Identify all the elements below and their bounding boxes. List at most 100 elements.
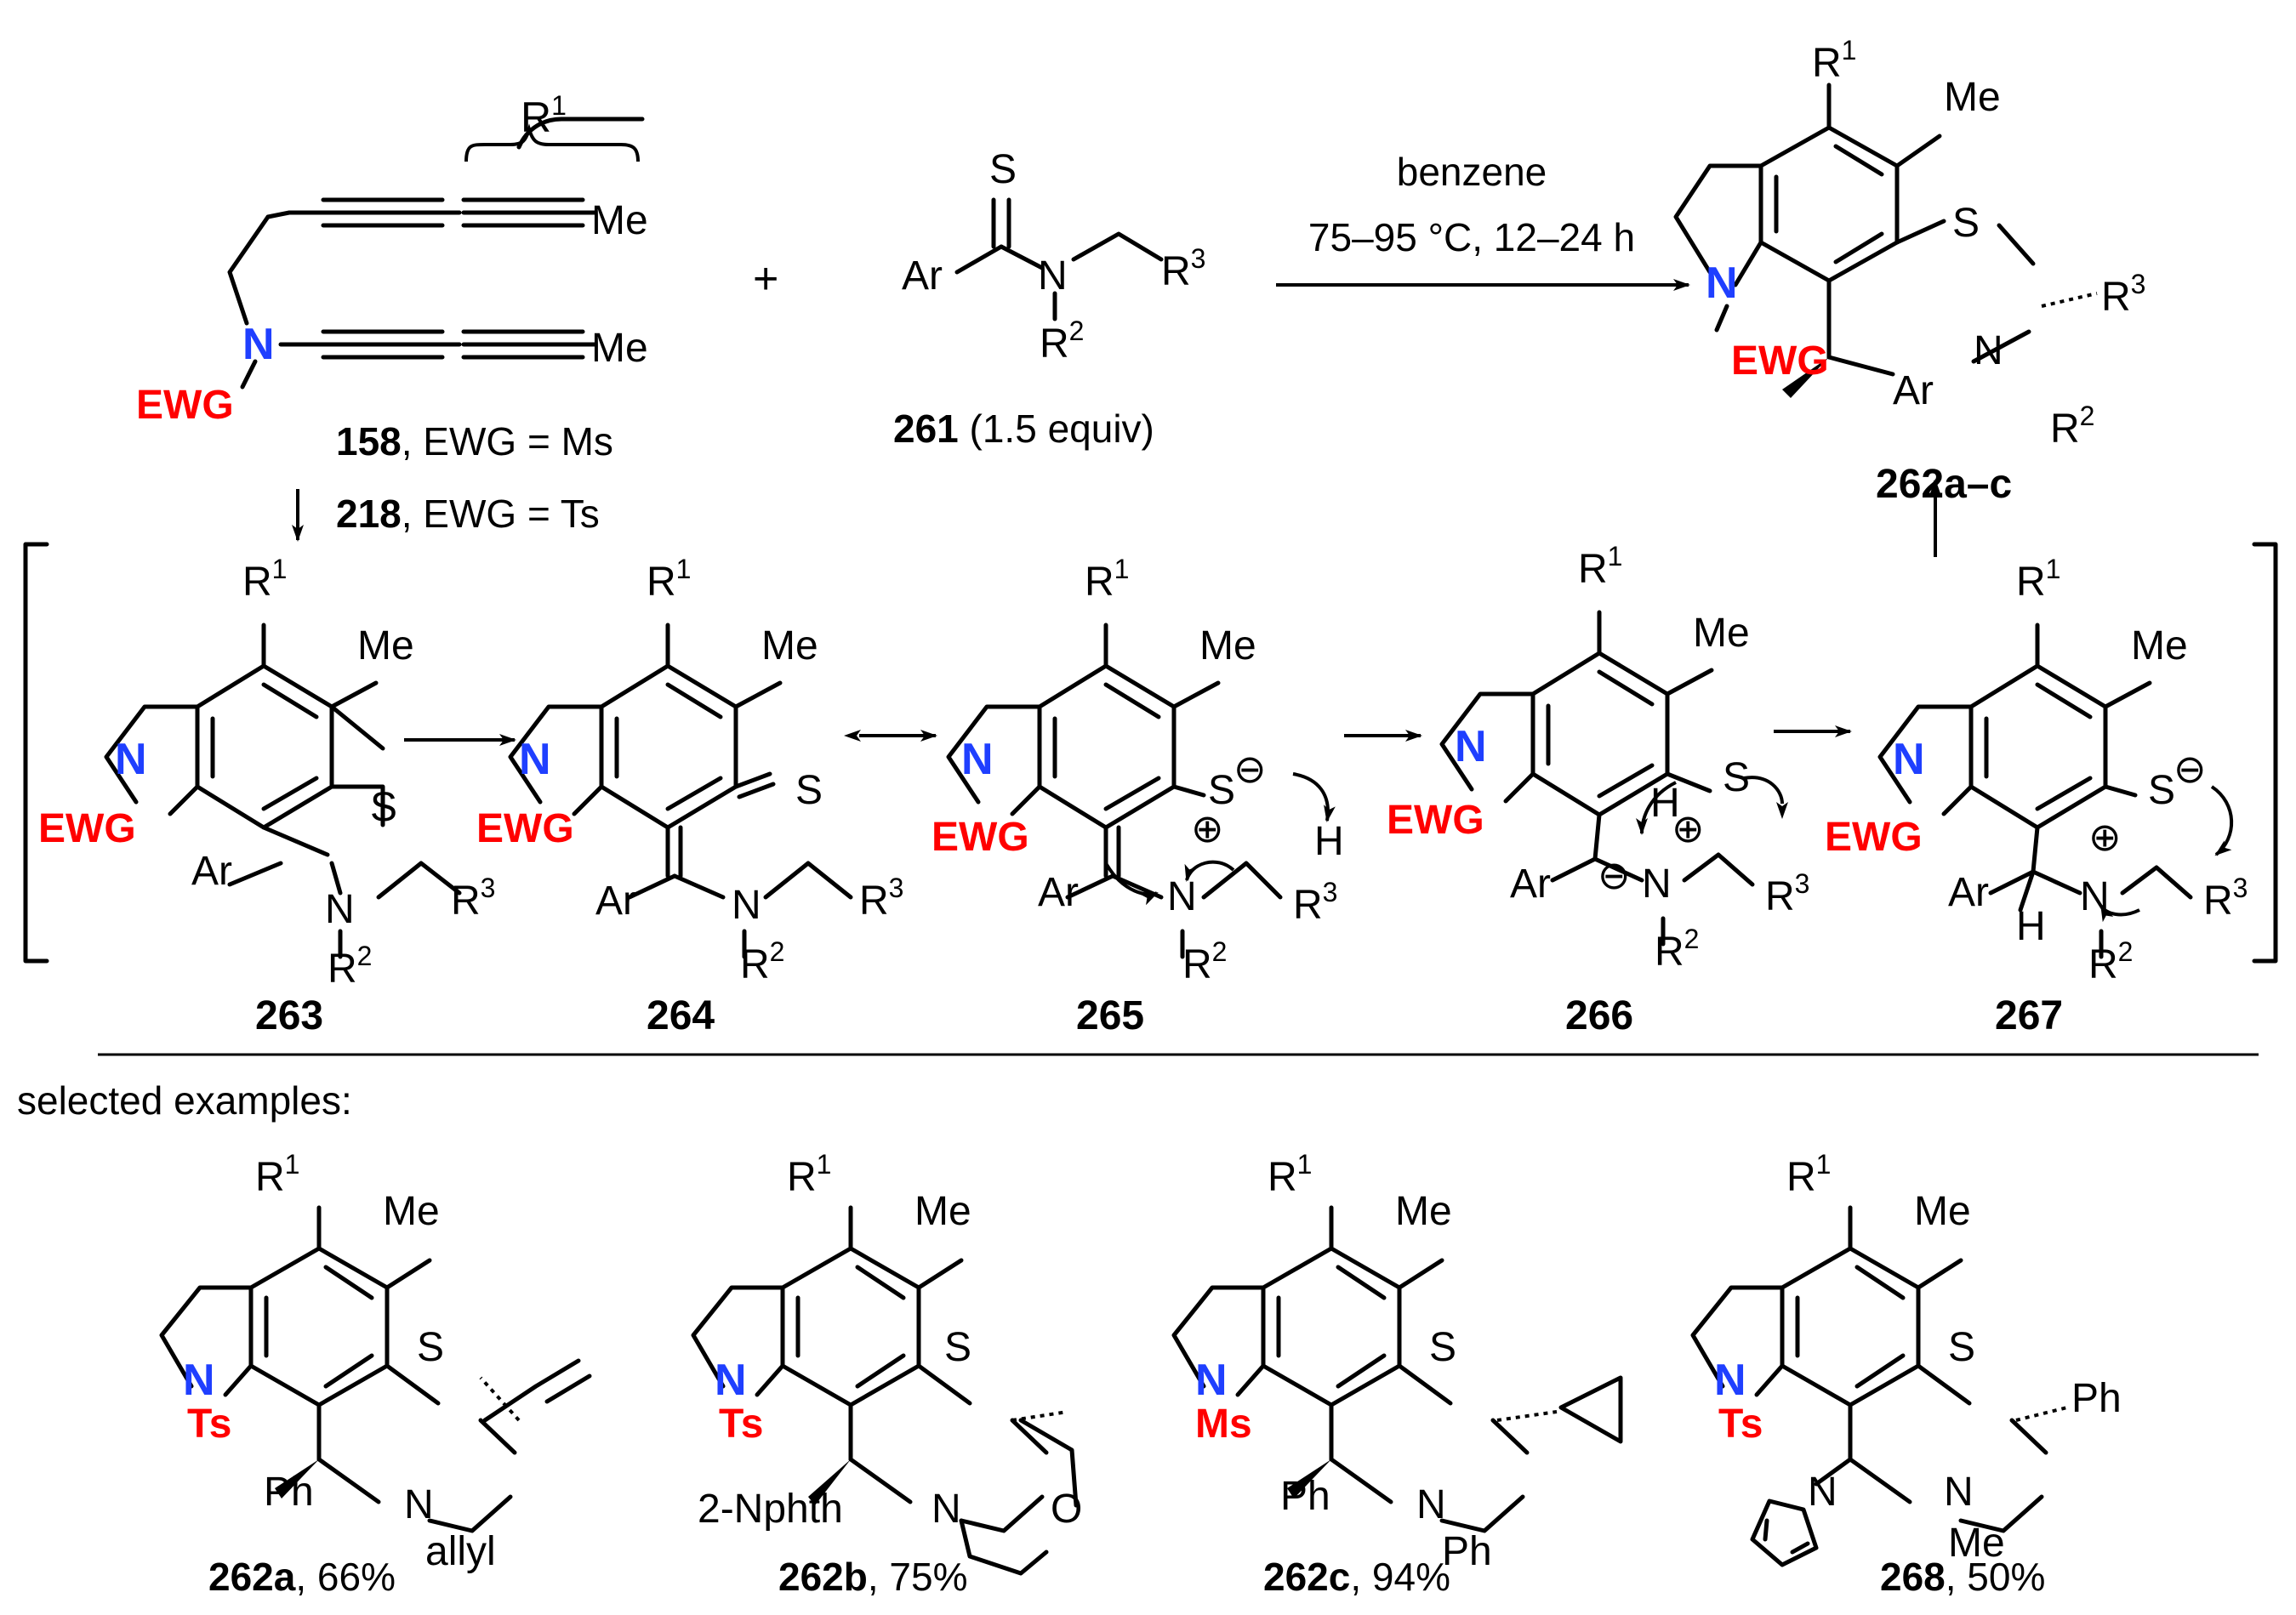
ex268-s: S [1948,1325,1975,1370]
i266-label: 266 [1565,993,1633,1038]
ex262b-n: N [715,1356,747,1405]
i266-h: H [1650,781,1680,826]
compound-label-261: 261 (1.5 equiv) [893,407,1154,451]
i263-r3: R3 [451,873,495,924]
intermediate-266 [1442,612,1788,947]
i265-h: H [1314,819,1344,864]
i264-me: Me [761,623,818,668]
i265-neg-charge: ⊖ [1233,747,1267,791]
ex262a-s: S [417,1325,444,1370]
product-indoline-nitrogen: N [1706,259,1738,308]
ex262a-n: N [183,1356,215,1405]
plus-sign: + [753,254,778,304]
methyl-label-2: Me [591,326,648,371]
ex268-n: N [1714,1356,1746,1405]
stereo-hash [479,1376,521,1422]
ex262b-pg: Ts [719,1402,763,1447]
solvent-label: benzene [1397,150,1547,194]
r1-brace [464,123,640,162]
compound-label-262: 262a–c [1876,462,2012,507]
product-r3-label: R3 [2101,269,2145,320]
i265-ewg: EWG [932,815,1029,860]
ex262b-aryl: 2-Nphth [698,1487,843,1532]
i267-r2: R2 [2088,936,2133,987]
aryl-label: Ar [902,253,943,299]
ex268-n2-sub: Me [1948,1521,2005,1566]
ex262c-me: Me [1395,1189,1452,1234]
ex262b-r1: R1 [787,1149,831,1200]
ex262a-me: Me [383,1189,440,1234]
i263-me: Me [357,623,414,668]
i263-label: 263 [255,993,323,1038]
thioamide-reagent: S Ar N R3 R2 261 (1.5 equiv) [893,147,1205,451]
i267-r1: R1 [2016,554,2060,605]
ex262a-r1: R1 [255,1149,299,1200]
i267-label: 267 [1995,993,2063,1038]
i266-me: Me [1693,611,1750,656]
i266-ewg: EWG [1387,798,1484,843]
ex262c-n: N [1195,1356,1228,1405]
i264-r1: R1 [647,554,691,605]
product-amine-nitrogen: N [1974,328,2003,373]
i263-n2: N [325,887,355,932]
i265-pos-charge: ⊕ [1191,806,1224,850]
ex262c-n2-sub: Ph [1442,1529,1492,1574]
i264-ar: Ar [595,879,636,924]
i266-s: S [1723,755,1750,800]
ex268-n2: N [1944,1470,1974,1515]
i267-pos-charge: ⊕ [2088,815,2122,859]
ewg-label: EWG [136,383,234,428]
ex268-r1: R1 [1786,1149,1831,1200]
i265-r2: R2 [1182,936,1227,987]
intermediate-264 [510,625,853,959]
i264-ewg: EWG [476,806,574,851]
product-r2-label: R2 [2050,401,2094,452]
ex262b-me: Me [914,1189,971,1234]
i265-r3: R3 [1293,877,1337,928]
example-262b [693,1208,1079,1576]
ex262b-n2: N [932,1487,961,1532]
example-262c [1174,1208,1623,1531]
product-methyl-label: Me [1944,75,2001,120]
i267-n: N [1893,735,1925,784]
i265-r1: R1 [1085,554,1129,605]
ex262c-r1: R1 [1268,1149,1312,1200]
compound-label-158: 158, EWG = Ms [336,419,613,463]
ex268-pg: Ts [1718,1402,1763,1447]
i264-r3: R3 [859,873,903,924]
product-sulfur-label: S [1952,201,1980,246]
i263-s: S [370,785,397,830]
stereo-hash-268 [2015,1406,2068,1422]
product-262: R1 Me S N EWG Ar N R2 R3 262a–c [1673,35,2145,507]
ex262a-label: 262a, 66% [208,1555,396,1599]
left-bracket [23,542,49,964]
example-262a [162,1208,592,1531]
i266-r1: R1 [1578,541,1622,592]
r2-label: R2 [1040,316,1084,367]
i264-s: S [795,768,823,813]
i263-ewg: EWG [38,806,136,851]
i263-r1: R1 [242,554,287,605]
r1-label: R1 [521,90,567,141]
i267-s: S [2148,768,2175,813]
i264-r2: R2 [740,936,784,987]
i266-pos-charge: ⊕ [1672,806,1705,850]
i266-ar: Ar [1510,862,1551,907]
reaction-conditions: benzene 75–95 °C, 12–24 h [1276,150,1690,291]
sulfur-label: S [989,147,1017,192]
i265-ar: Ar [1038,870,1079,915]
i265-n2: N [1167,874,1197,919]
ex262a-aryl: Ph [264,1470,314,1515]
right-bracket [2252,542,2278,964]
i265-label: 265 [1076,993,1144,1038]
i266-r3: R3 [1765,868,1809,919]
i264-n2: N [732,883,761,928]
product-aryl-label: Ar [1893,368,1934,413]
i266-n2: N [1642,862,1672,907]
ex268-label: 268, 50% [1880,1555,2045,1599]
i266-r2: R2 [1655,924,1699,975]
i264-n: N [519,735,551,784]
i263-r2: R2 [328,941,372,992]
ex262a-pg: Ts [187,1402,231,1447]
ex262a-n2-sub: allyl [425,1529,496,1574]
